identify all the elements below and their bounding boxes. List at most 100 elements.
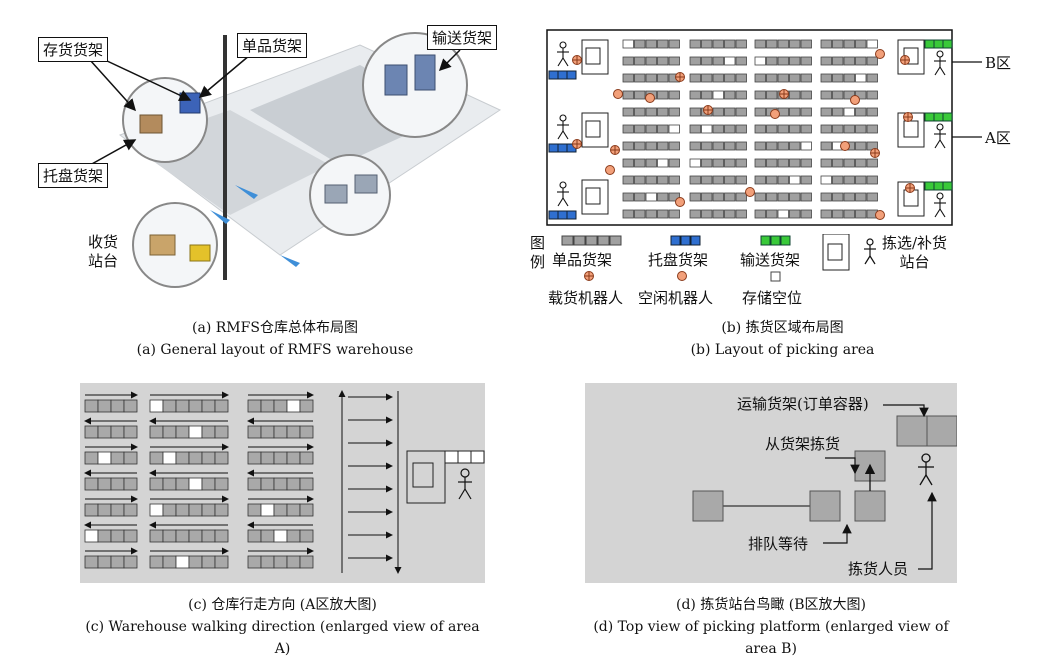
rack-cell [162,555,177,569]
empty-slot [622,39,634,49]
walking-direction-diagram [80,383,485,583]
legend-picker-icon [864,238,876,265]
rack-cell [789,209,801,219]
rack-cell [754,175,766,185]
rack-cell [622,192,634,202]
rack-cell [866,90,878,100]
warehouse-3d-illustration [89,32,502,288]
rack-cell [299,503,314,517]
rack-cell [645,73,657,83]
loaded-robot [572,139,582,149]
legend-item-rack: 单品货架 [552,251,613,269]
pallet-cell [548,143,559,153]
picking-area-magnifier [309,154,391,236]
rack-cell [97,503,112,517]
rack-cell [175,425,190,439]
empty-slot [689,158,701,168]
rack-cell [273,477,288,491]
rack-cell [855,209,867,219]
rack-cell [645,158,657,168]
conveyor-cell [924,181,935,191]
rack-cell [766,192,778,202]
rack-cell [97,555,112,569]
rack-cell [622,56,634,66]
caption-b-cn: (b) 拣货区域布局图 [721,320,844,336]
pallet-cell [566,70,577,80]
legend-item-rack-swatch [561,235,622,246]
rack-cell [777,56,789,66]
rack-cell [820,107,832,117]
rack-cell [668,209,680,219]
rack-cell [634,107,646,117]
rack-cell [657,90,669,100]
left-station-1 [581,39,609,75]
rack-cell [84,399,99,413]
rack-cell [657,56,669,66]
rack-cell [201,529,216,543]
rack-cell [286,477,301,491]
rack-cell [622,73,634,83]
conveyor-cell [924,112,935,122]
empty-slot [260,503,275,517]
rack-cell [777,141,789,151]
rack-cell [735,124,747,134]
rack-cell [634,141,646,151]
rack-cell [260,529,275,543]
rack-cell [820,158,832,168]
rack-cell [724,141,736,151]
legend-pallet-rack: 托盘货架 [648,251,709,269]
rack-cell [712,56,724,66]
panel-d: 运输货架(订单容器) 从货架拣货 排队等待 拣货人员 (d) 拣货站台鸟瞰 (B… [585,383,957,657]
rack-cell [855,90,867,100]
empty-slot [855,73,867,83]
rack-cell [162,399,177,413]
rack-cell [789,141,801,151]
rack-cell [247,477,262,491]
rack-cell [800,90,812,100]
idle-robot [875,49,885,59]
rack-cell [110,503,125,517]
rack-cell [701,175,713,185]
legend-swatches [561,234,876,282]
rack-cell [735,192,747,202]
rack-cell [820,73,832,83]
empty-slot [175,555,190,569]
rack-cell [247,529,262,543]
rack-cell [789,124,801,134]
rack-cell [657,73,669,83]
rack-cell [843,90,855,100]
idle-robot [675,197,685,207]
pallet-cell [566,210,577,220]
rack-cell [832,90,844,100]
queued-rack-1 [692,490,724,522]
rack-cell [820,56,832,66]
label-picker: 拣货人员 [848,560,909,578]
rack-cell [110,555,125,569]
transport-rack-right [926,415,957,447]
rack-cell [866,56,878,66]
rack-cell [273,503,288,517]
label-conveyor-rack: 输送货架 [427,25,498,50]
rack-cell [668,175,680,185]
rack-cell [735,56,747,66]
rack-cell [800,175,812,185]
rack-cell [789,192,801,202]
rack-cell [657,175,669,185]
rack-cell [657,124,669,134]
rack-cell [777,175,789,185]
idle-robot [875,210,885,220]
rack-cell [832,192,844,202]
idle-robot [840,141,850,151]
rack-cell [754,209,766,219]
rack-cell [201,477,216,491]
rack-cell [789,56,801,66]
rack-cell [866,124,878,134]
rack-cell [701,209,713,219]
loaded-robot [610,145,620,155]
rack-cell [188,529,203,543]
label-queue: 排队等待 [748,535,809,553]
rack-cell [766,90,778,100]
rack-cell [634,158,646,168]
label-item-rack: 单品货架 [237,33,308,58]
rack-cell [260,451,275,465]
